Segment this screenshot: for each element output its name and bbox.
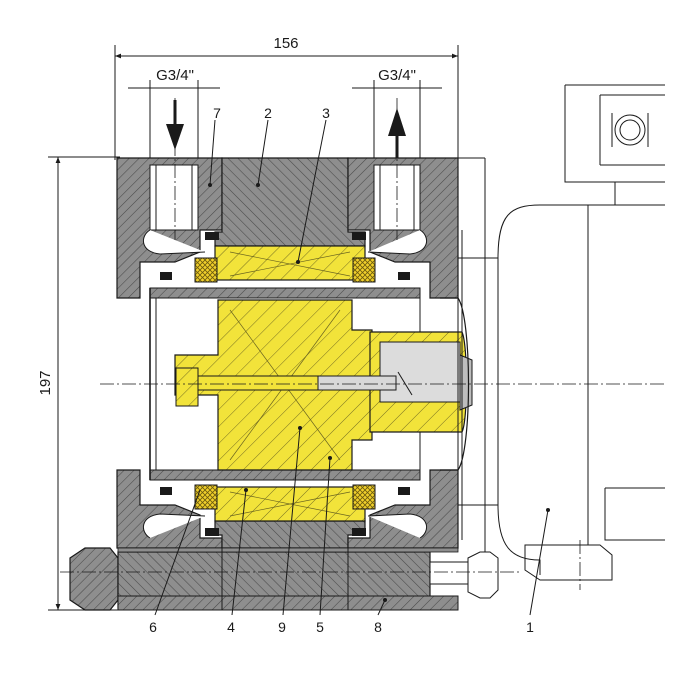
- hub-bolt: [175, 367, 413, 407]
- oring-top-left-2: [160, 272, 172, 280]
- callout-8: 8: [374, 619, 382, 635]
- callout-1: 1: [526, 619, 534, 635]
- oring-top-right-2: [398, 272, 410, 280]
- dimension-height: 197: [37, 156, 120, 611]
- callout-3: 3: [322, 105, 330, 121]
- oring-top-right: [352, 232, 366, 240]
- bronze-sleeve-top: [214, 245, 366, 281]
- bronze-sleeve-bottom: [214, 486, 366, 522]
- callout-4: 4: [227, 619, 235, 635]
- port-outlet-dimension: G3/4": [352, 67, 442, 160]
- dimension-width-label: 156: [273, 35, 298, 52]
- seal-top-right: [352, 257, 376, 283]
- rotor-tube: [149, 287, 421, 481]
- oring-bottom-left-2: [160, 487, 172, 495]
- port-inlet-label: G3/4": [156, 67, 194, 84]
- seal-top-left: [194, 257, 218, 283]
- port-outlet-label: G3/4": [378, 67, 416, 84]
- oring-top-left: [205, 232, 219, 240]
- port-inlet-dimension: G3/4": [128, 67, 220, 160]
- housing-top: [116, 157, 459, 299]
- shaft-end: [369, 331, 473, 433]
- seal-bottom-right: [352, 484, 376, 510]
- callout-7: 7: [213, 105, 221, 121]
- callout-6: 6: [149, 619, 157, 635]
- dimension-height-label: 197: [37, 370, 54, 395]
- callout-5: 5: [316, 619, 324, 635]
- callout-leaders: [154, 119, 550, 616]
- callout-2: 2: [264, 105, 272, 121]
- oring-bottom-right-2: [398, 487, 410, 495]
- dimension-width: 156: [114, 35, 459, 160]
- seal-bottom-left: [194, 484, 218, 510]
- callout-9: 9: [278, 619, 286, 635]
- oring-bottom-right: [352, 528, 366, 536]
- machine-part: [497, 84, 665, 590]
- tie-rod: [69, 547, 499, 611]
- oring-bottom-left: [205, 528, 219, 536]
